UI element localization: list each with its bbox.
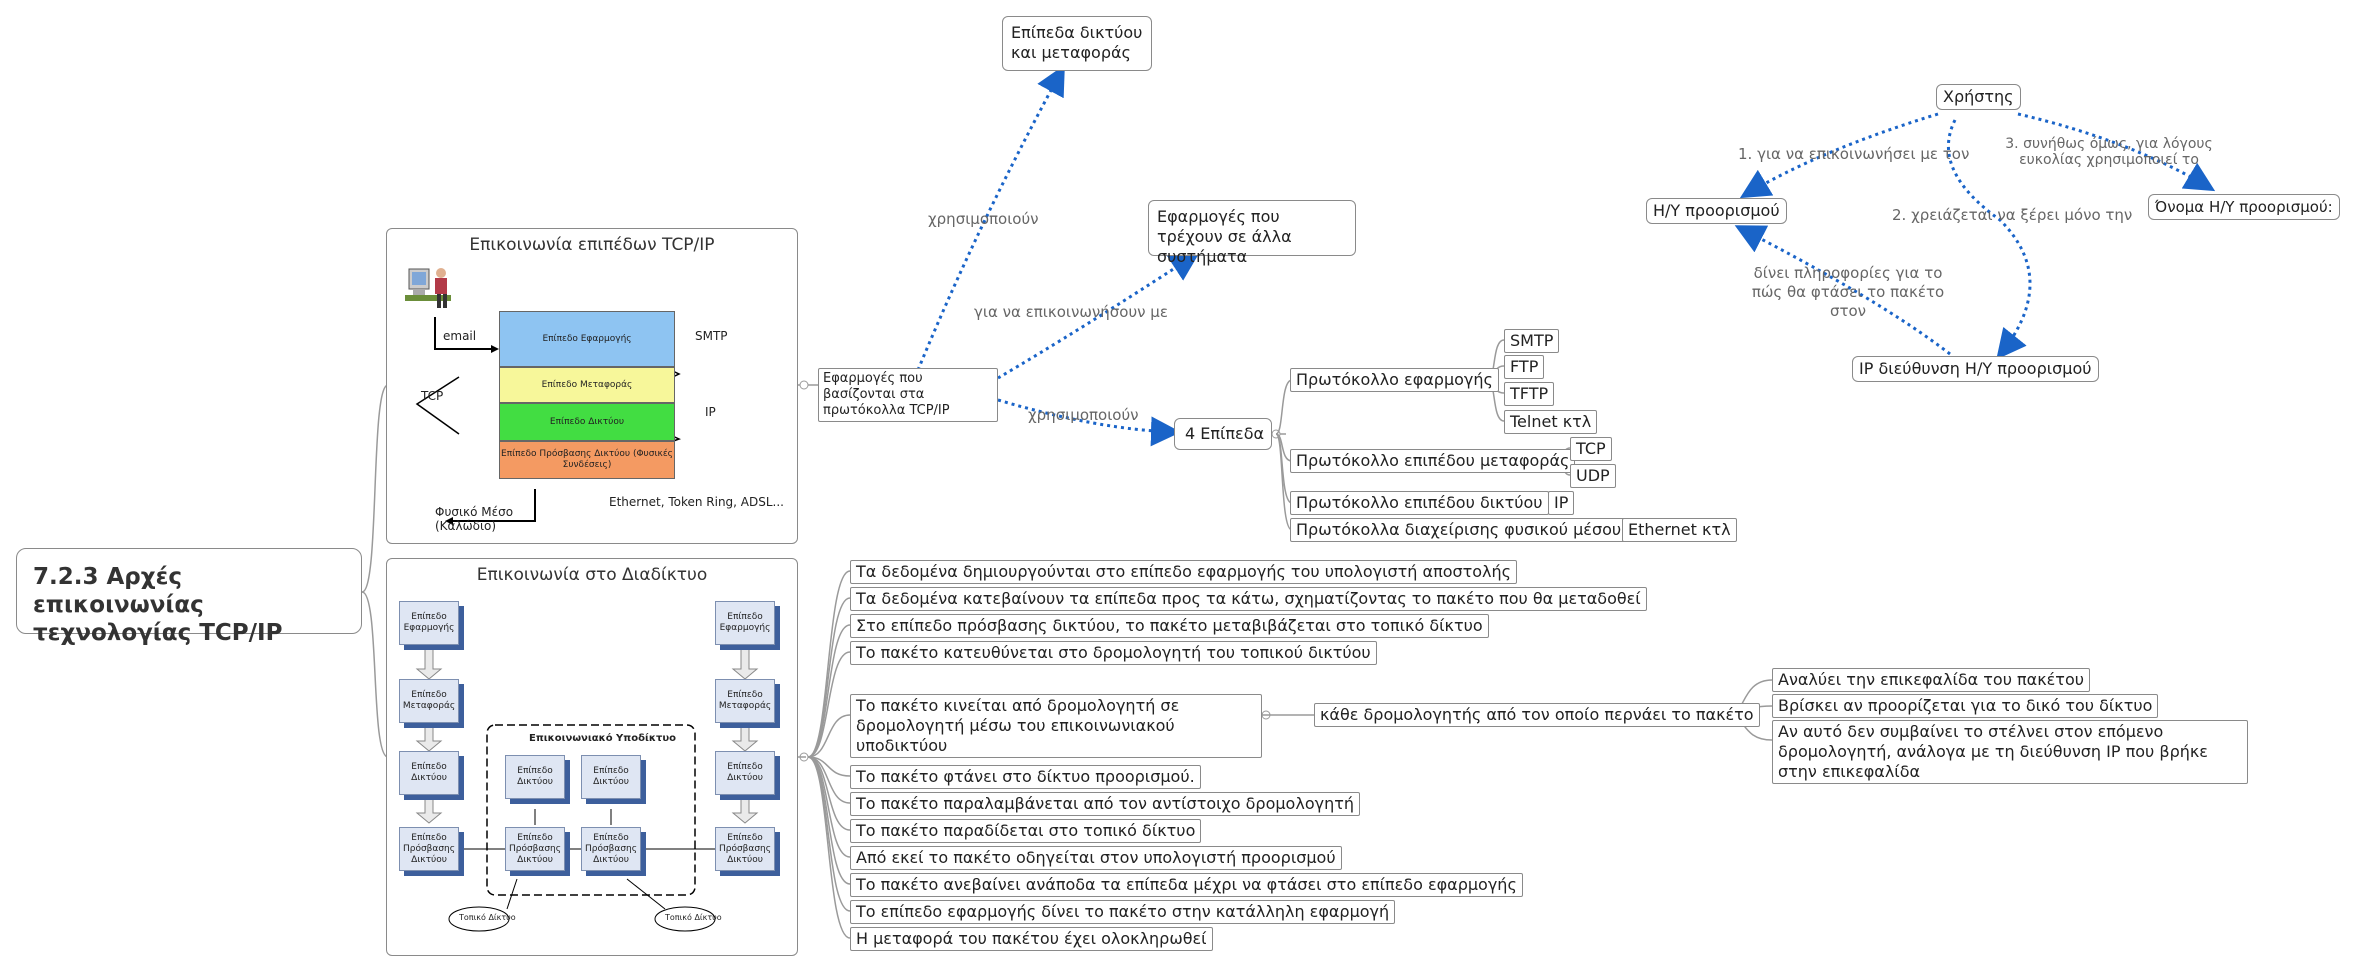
smtp-label: SMTP [695,329,728,343]
internet-panel[interactable]: Επικοινωνία στο Διαδίκτυο Επίπεδο Εφαρμο… [386,558,798,956]
router-action-check[interactable]: Βρίσκει αν προορίζεται για το δικό του δ… [1772,694,2159,718]
step-connector-5 [807,714,851,758]
fourlayers-proto-line-1 [1275,379,1293,435]
step-10[interactable]: Το πακέτο ανεβαίνει ανάποδα τα επίπεδα μ… [850,873,1523,897]
user-to-host-edge [1739,112,1939,199]
protocol-smtp[interactable]: SMTP [1504,329,1560,353]
root-to-internet-line [361,591,389,758]
ip-to-host-edge [1734,225,1951,356]
step-4[interactable]: Το πακέτο κατευθύνεται στο δρομολογητή τ… [850,641,1377,665]
step-2[interactable]: Τα δεδομένα κατεβαίνουν τα επίπεδα προς … [850,587,1647,611]
edge-label-uses-2: χρησιμοποιούν [1028,406,1139,424]
protocol-tftp[interactable]: TFTP [1504,382,1555,406]
protocol-ftp[interactable]: FTP [1504,355,1545,379]
tcpip-panel-title: Επικοινωνία επιπέδων TCP/IP [469,235,715,255]
protocol-application[interactable]: Πρωτόκολλο εφαρμογής [1290,368,1499,392]
right-network-layer: Επίπεδο Δικτύου [715,751,775,795]
router-node[interactable]: κάθε δρομολογητής από τον οποίο περνάει … [1314,703,1760,727]
right-transport-layer: Επίπεδο Μεταφοράς [715,679,775,723]
router-action-forward[interactable]: Αν αυτό δεν συμβαίνει το στέλνει στον επ… [1772,720,2248,784]
right-app-layer: Επίπεδο Εφαρμογής [715,601,775,645]
step-12[interactable]: Η μεταφορά του πακέτου έχει ολοκληρωθεί [850,927,1213,951]
protocol-udp[interactable]: UDP [1570,464,1616,488]
steps-connectors [807,570,851,939]
edge-label-communicate: για να επικοινωνήσουν με [974,303,1168,321]
internet-diagram-lines [415,646,759,932]
user-node[interactable]: Χρήστης [1936,84,2021,110]
user-to-ip-edge [1946,119,2032,360]
left-access-layer: Επίπεδο Πρόσβασης Δικτύου [399,827,459,871]
router-action-analyze[interactable]: Αναλύει την επικεφαλίδα του πακέτου [1772,668,2090,692]
access-layer-box: Επίπεδο Πρόσβασης Δικτύου (Φυσικές Συνδέ… [499,441,675,479]
subnet-title: Επικοινωνιακό Υποδίκτυο [529,733,676,744]
edge-label-communicate-with: 1. για να επικοινωνήσει με τον [1738,145,1970,163]
subnet-access-box-2: Επίπεδο Πρόσβασης Δικτύου [581,827,641,871]
network-transport-levels-node[interactable]: Επίπεδα δικτύου και μεταφοράς [1002,16,1152,71]
left-transport-layer: Επίπεδο Μεταφοράς [399,679,459,723]
protocol-physical[interactable]: Πρωτόκολλα διαχείρισης φυσικού μέσου [1290,518,1628,542]
root-to-tcpip-line [361,384,389,593]
edge-label-routing-info: δίνει πληροφορίες για το πώς θα φτάσει τ… [1751,264,1945,320]
other-systems-apps-node[interactable]: Εφαρμογές που τρέχουν σε άλλα συστήματα [1148,200,1356,266]
application-layer-box: Επίπεδο Εφαρμογής [499,311,675,367]
apps-to-layers-edge [916,64,1065,371]
subnet-network-box-2: Επίπεδο Δικτύου [581,755,641,799]
protocol-transport[interactable]: Πρωτόκολλο επιπέδου μεταφοράς [1290,449,1576,473]
right-access-layer: Επίπεδο Πρόσβασης Δικτύου [715,827,775,871]
step-9[interactable]: Από εκεί το πακέτο οδηγείται στον υπολογ… [850,846,1342,870]
tcpip-apps-node[interactable]: Εφαρμογές που βασίζονται στα πρωτόκολλα … [818,368,998,422]
step-1[interactable]: Τα δεδομένα δημιουργούνται στο επίπεδο ε… [850,560,1518,584]
transport-layer-box: Επίπεδο Μεταφοράς [499,367,675,403]
edge-label-convenience: 3. συνήθως όμως, για λόγους ευκολίας χρη… [2005,136,2213,168]
dest-host-node[interactable]: Η/Υ προορισμού [1646,198,1787,224]
apps-to-otherapps-edge [997,251,1201,380]
local-network-cloud-right: Τοπικό Δίκτυο [665,913,722,922]
tcpip-layers-panel[interactable]: Επικοινωνία επιπέδων TCP/IP email SMTP T… [386,228,798,544]
protocol-telnet[interactable]: Telnet κτλ [1504,410,1598,434]
internet-panel-title: Επικοινωνία στο Διαδίκτυο [476,565,708,585]
computer-user-icon [405,268,451,308]
left-network-layer: Επίπεδο Δικτύου [399,751,459,795]
step-11[interactable]: Το επίπεδο εφαρμογής δίνει το πακέτο στη… [850,900,1396,924]
protocol-tcp[interactable]: TCP [1570,437,1612,461]
protocol-network[interactable]: Πρωτόκολλο επιπέδου δικτύου [1290,491,1549,515]
step-3[interactable]: Στο επίπεδο πρόσβασης δικτύου, το πακέτο… [850,614,1489,638]
host-name-node[interactable]: Όνομα Η/Υ προορισμού: [2148,194,2340,220]
tcp-label: TCP [421,389,444,403]
step-5[interactable]: Το πακέτο κινείται από δρομολογητή σε δρ… [850,694,1262,758]
step-connector-1 [807,570,851,758]
step-7[interactable]: Το πακέτο παραλαμβάνεται από τον αντίστο… [850,792,1360,816]
edge-label-uses-1: χρησιμοποιούν [928,210,1039,228]
root-topic[interactable]: 7.2.3 Αρχές επικοινωνίας τεχνολογίας TCP… [16,548,362,646]
network-layer-box: Επίπεδο Δικτύου [499,403,675,441]
user-to-name-edge [2017,112,2216,192]
edge-label-needs-only: 2. χρειάζεται να ξέρει μόνο την [1892,206,2133,224]
ip-label: IP [705,405,716,419]
step-connector-3 [807,624,851,758]
fourlayers-proto-line-4 [1275,433,1293,531]
ethernet-label: Ethernet, Token Ring, ADSL... [609,495,784,509]
subnet-network-box-1: Επίπεδο Δικτύου [505,755,565,799]
subnet-access-box-1: Επίπεδο Πρόσβασης Δικτύου [505,827,565,871]
step-connector-4 [807,651,851,758]
protocol-ethernet[interactable]: Ethernet κτλ [1622,518,1737,542]
left-app-layer: Επίπεδο Εφαρμογής [399,601,459,645]
apps-to-fourlayers-edge [997,398,1181,447]
step-connector-12 [807,756,851,939]
physical-medium-label: Φυσικό Μέσο (Καλώδιο) [435,505,514,533]
protocol-ip[interactable]: IP [1548,491,1575,515]
step-6[interactable]: Το πακέτο φτάνει στο δίκτυο προορισμού. [850,765,1201,789]
ip-address-node[interactable]: IP διεύθυνση Η/Υ προορισμού [1852,356,2099,382]
email-label: email [443,329,477,343]
step-8[interactable]: Το πακέτο παραδίδεται στο τοπικό δίκτυο [850,819,1202,843]
local-network-cloud-left: Τοπικό Δίκτυο [459,913,516,922]
four-layers-node[interactable]: 4 Επίπεδα [1174,418,1272,450]
